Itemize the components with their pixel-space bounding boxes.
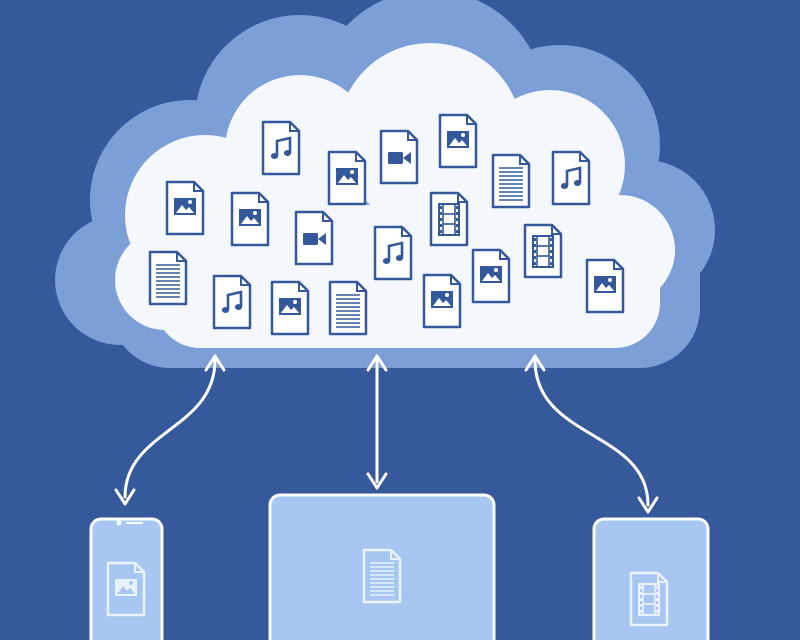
connection-cloud-tablet [533, 358, 650, 507]
file-music-icon [551, 150, 591, 206]
file-music-icon [212, 274, 252, 330]
file-image-icon [585, 258, 625, 314]
file-image-icon [270, 280, 310, 336]
phone-camera-dot [116, 520, 122, 526]
connections [123, 358, 650, 507]
file-image-icon [106, 561, 146, 617]
cloud-files [148, 113, 625, 336]
arrowhead-phone-down [114, 488, 136, 506]
file-text-icon [328, 280, 368, 336]
arrowhead-cloud-phone-up [204, 354, 226, 372]
file-text-icon [362, 548, 402, 604]
file-music-icon [261, 120, 301, 176]
file-film-icon [629, 571, 669, 627]
arrowhead-cloud-laptop-up [366, 354, 388, 372]
arrowheads [114, 354, 659, 514]
file-text-icon [491, 153, 531, 209]
device-phone [89, 517, 164, 640]
device-tablet [592, 517, 710, 640]
phone-file [106, 561, 146, 617]
file-film-icon [523, 223, 563, 279]
device-laptop [268, 493, 496, 640]
file-music-icon [373, 225, 413, 281]
file-video-icon [294, 210, 334, 266]
tablet-file [629, 571, 669, 627]
file-text-icon [148, 250, 188, 306]
file-image-icon [471, 248, 511, 304]
file-image-icon [422, 273, 462, 329]
file-image-icon [165, 180, 205, 236]
arrowhead-cloud-tablet-up [524, 354, 546, 372]
laptop-file [362, 548, 402, 604]
file-image-icon [438, 113, 478, 169]
connection-cloud-phone [123, 358, 217, 499]
file-image-icon [327, 150, 367, 206]
arrowhead-laptop-down [366, 472, 388, 490]
arrowhead-tablet-down [637, 496, 659, 514]
file-image-icon [230, 191, 270, 247]
file-video-icon [379, 129, 419, 185]
file-film-icon [429, 191, 469, 247]
